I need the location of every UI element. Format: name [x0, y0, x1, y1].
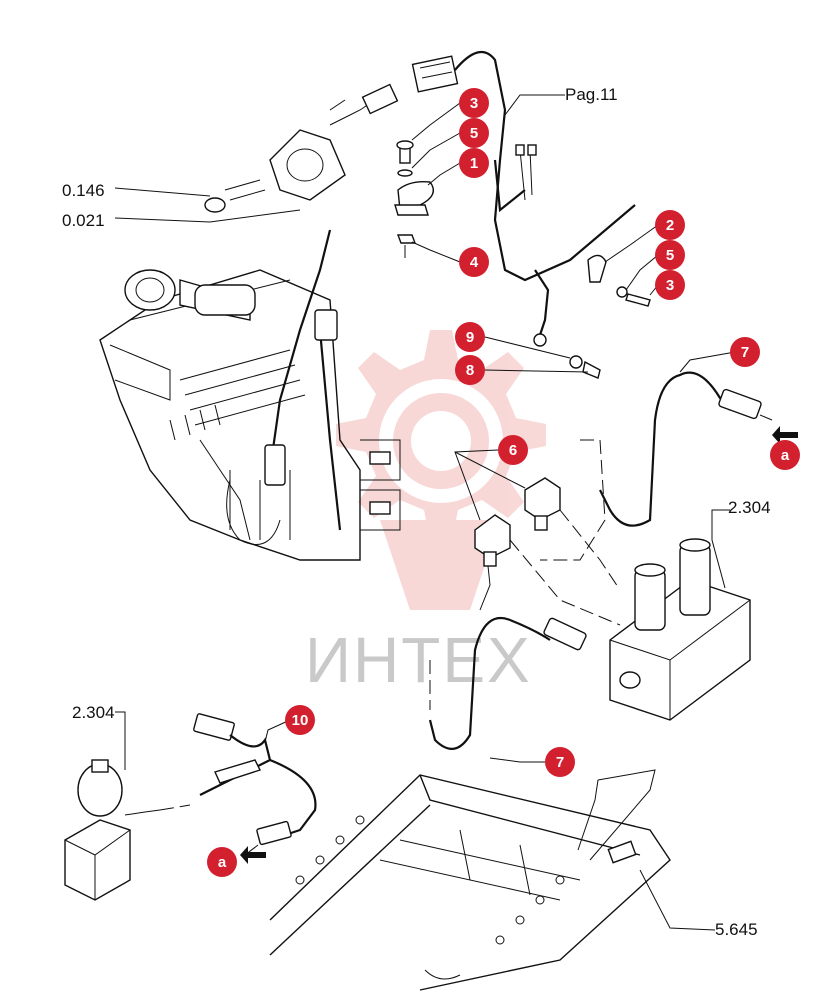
ref-0021: 0.021 [62, 211, 105, 230]
bolt-washer-9-8 [569, 355, 601, 379]
svg-text:a: a [781, 447, 790, 464]
arrow-a-right [772, 426, 798, 444]
svg-text:7: 7 [556, 754, 564, 771]
arrow-a-left [240, 846, 266, 864]
ref-pag: Pag.11 [565, 85, 618, 104]
callout-8: 8 [455, 355, 485, 385]
callout-1: 1 [459, 148, 489, 178]
svg-text:10: 10 [292, 712, 309, 729]
callout-a-left: a [207, 847, 237, 877]
callout-7-bottom: 7 [545, 747, 575, 777]
clamp-fastener-group [394, 140, 434, 258]
wiring-harness-top [411, 50, 636, 347]
harness-10 [193, 713, 317, 856]
svg-text:5: 5 [470, 125, 478, 142]
callout-5-right: 5 [655, 240, 685, 270]
valve-block-right [509, 439, 751, 721]
svg-text:1: 1 [470, 155, 478, 172]
sensor-cable-lower [428, 617, 587, 750]
callout-3-right: 3 [655, 270, 685, 300]
callout-a-right: a [770, 440, 800, 470]
watermark-gear-logo [336, 330, 546, 610]
svg-text:4: 4 [470, 254, 479, 271]
svg-text:3: 3 [666, 277, 674, 294]
svg-text:5: 5 [666, 247, 674, 264]
ref-2304-left: 2.304 [72, 703, 115, 722]
ref-5645: 5.645 [715, 920, 758, 939]
callout-7-top: 7 [730, 337, 760, 367]
svg-text:3: 3 [470, 95, 478, 112]
callout-5-top: 5 [459, 118, 489, 148]
clip-fastener-right [587, 254, 651, 307]
callout-2: 2 [655, 210, 685, 240]
callout-9: 9 [455, 322, 485, 352]
callout-3-top: 3 [459, 88, 489, 118]
svg-text:a: a [218, 854, 227, 871]
sensor-cable-upper [599, 371, 773, 527]
engine-assembly [99, 229, 401, 561]
leader-lines [114, 94, 736, 931]
svg-text:8: 8 [466, 362, 474, 379]
ref-2304-right: 2.304 [728, 498, 771, 517]
svg-text:7: 7 [741, 344, 749, 361]
svg-text:2: 2 [666, 217, 674, 234]
callout-4: 4 [459, 247, 489, 277]
chassis-frame [269, 774, 671, 991]
callout-6: 6 [498, 435, 528, 465]
svg-text:9: 9 [466, 329, 474, 346]
callout-10: 10 [285, 705, 315, 735]
valve-block-left [64, 759, 191, 901]
ref-0146: 0.146 [62, 181, 105, 200]
watermark-text: ИНТЕХ [305, 624, 532, 696]
stop-solenoid [204, 83, 399, 213]
svg-text:6: 6 [509, 442, 517, 459]
